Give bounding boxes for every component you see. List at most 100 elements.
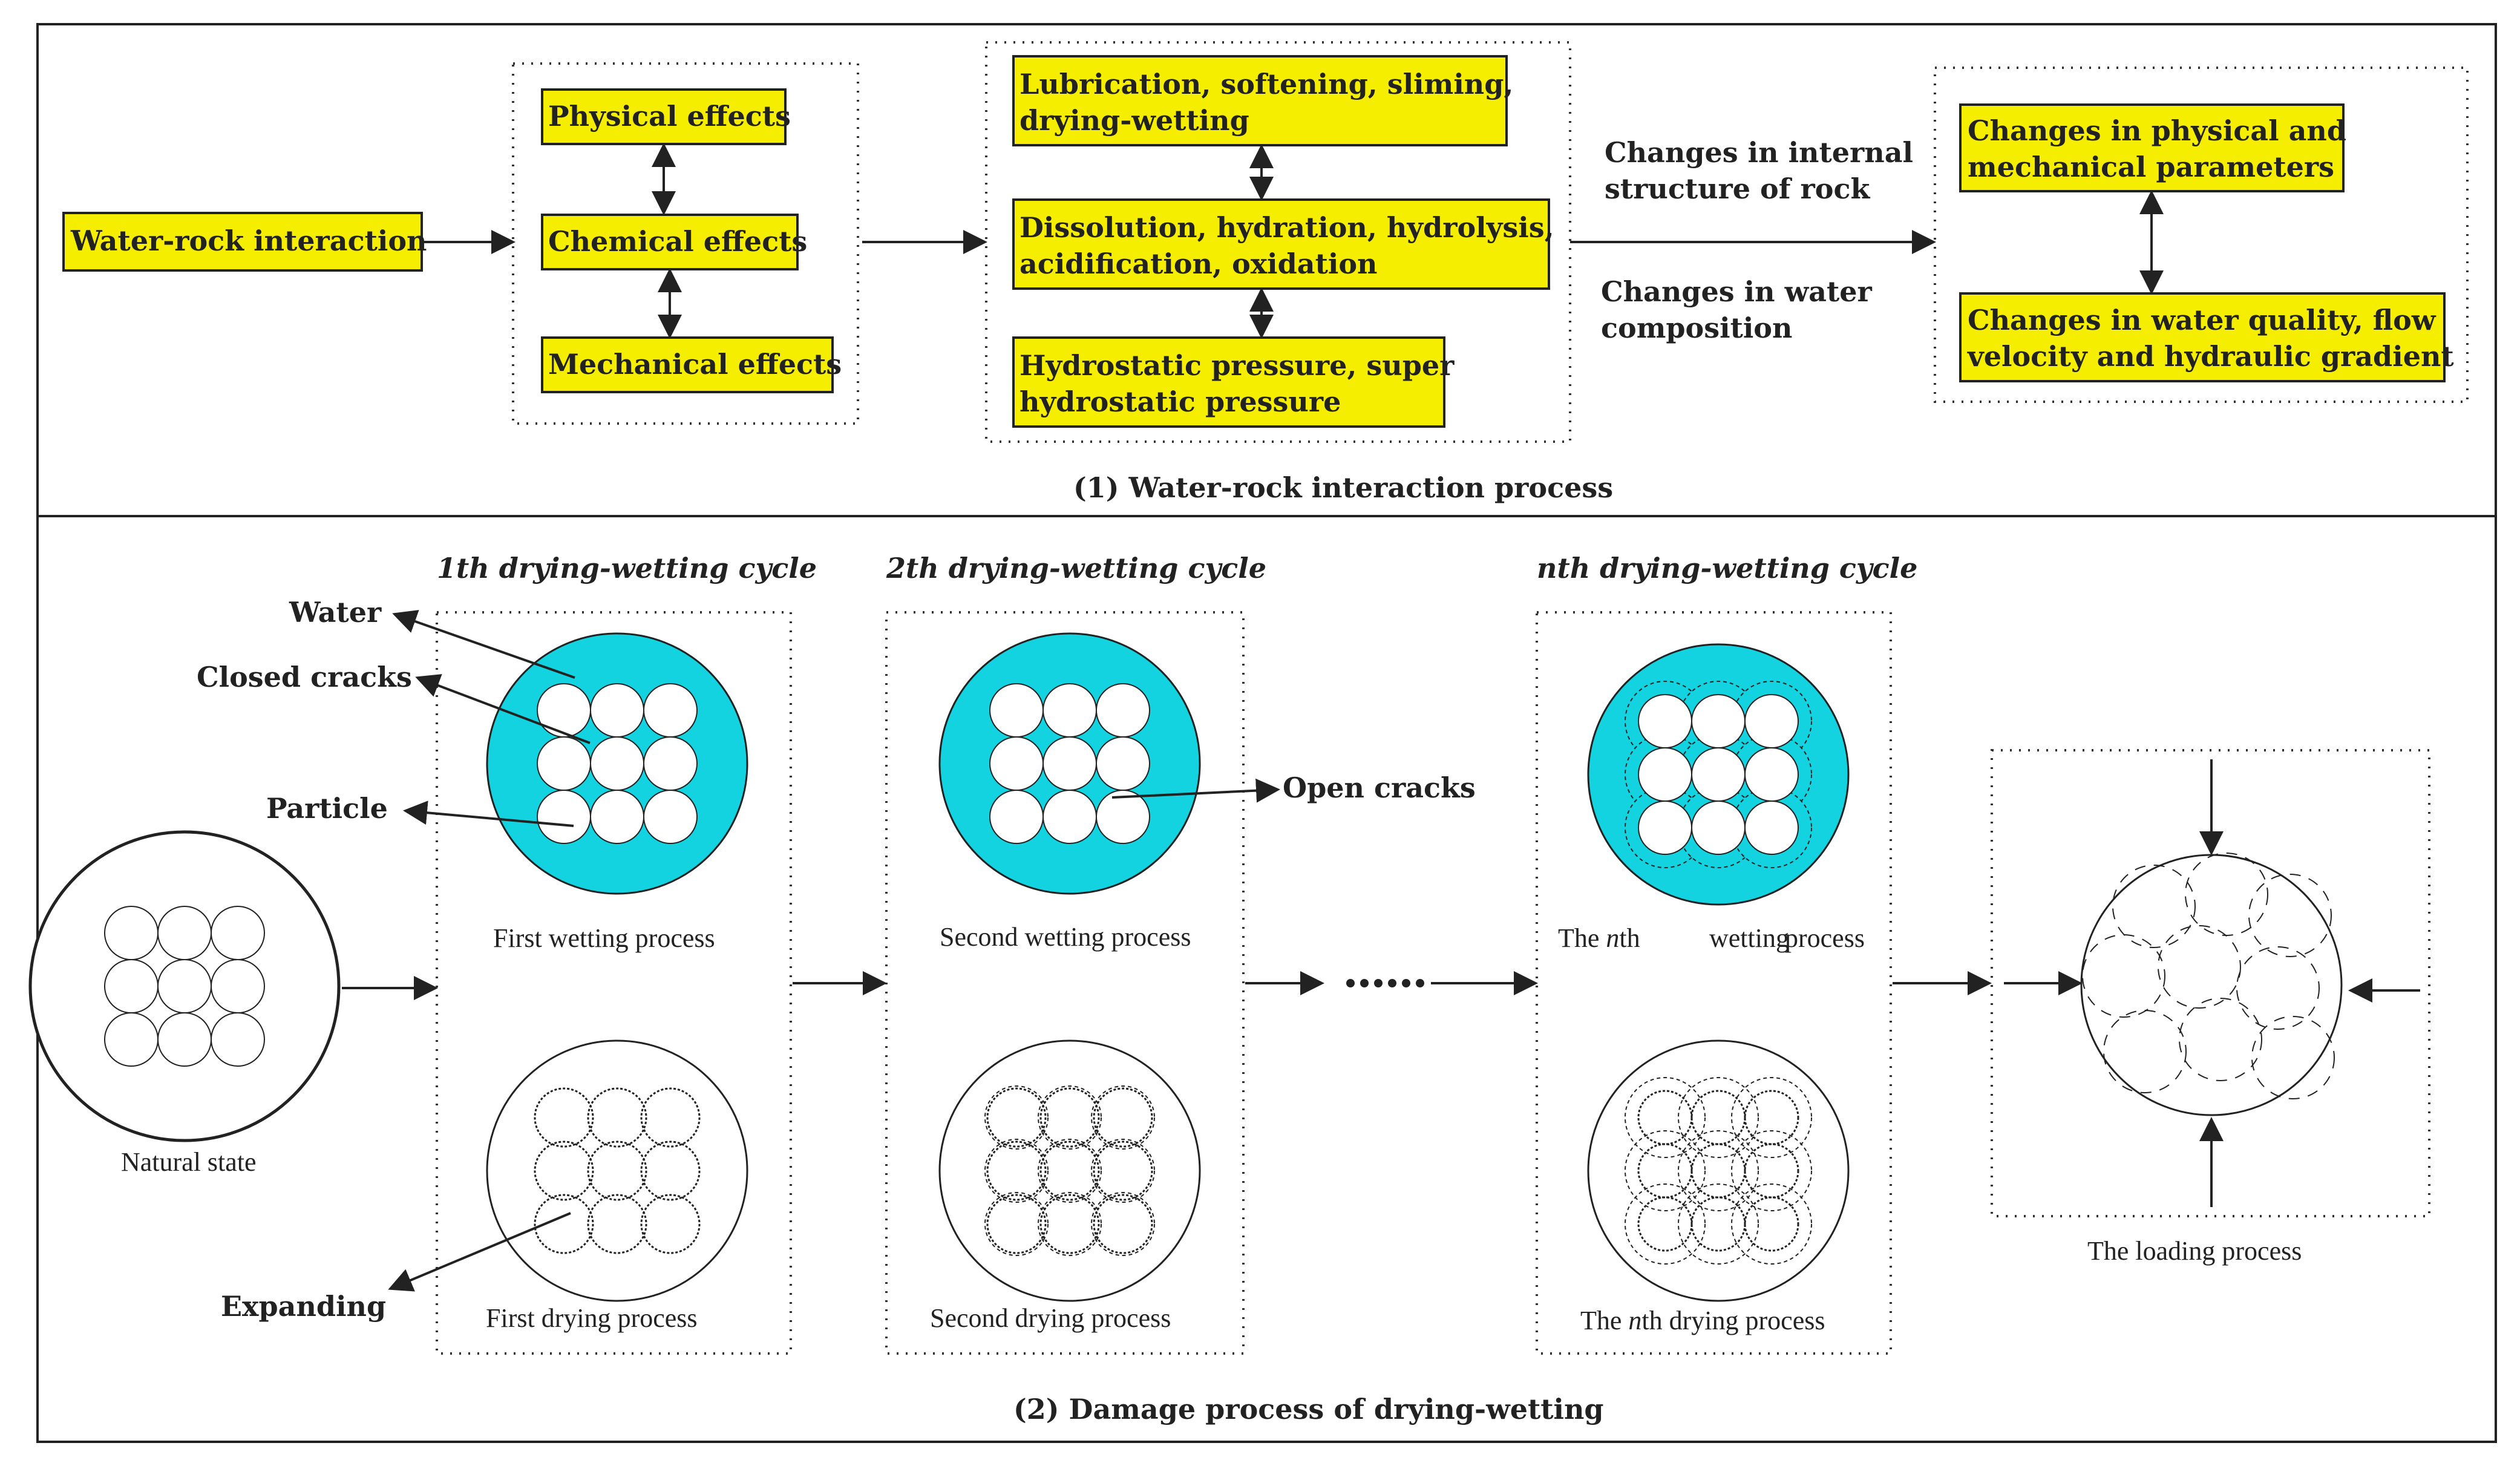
cycle2-title: 2th drying-wetting cycle [886, 552, 1266, 584]
particle [1638, 747, 1692, 802]
change-rock-text-2: structure of rock [1605, 172, 1870, 205]
ellipsis-dots [1346, 979, 1424, 987]
particle [1637, 1196, 1693, 1252]
mechanical-effects-box [541, 336, 834, 393]
lubrication-text-2: drying-wetting [1019, 104, 1249, 137]
water-quality-box [1959, 292, 2446, 382]
ellipsis-dot [1346, 979, 1355, 987]
nth-wetting-sample [1587, 643, 1850, 906]
lubrication-text-1: Lubrication, softening, sliming, [1019, 68, 1513, 100]
ellipsis-dot [1402, 979, 1410, 987]
ellipsis-dot [1374, 979, 1383, 987]
fractured-particle [2112, 865, 2196, 948]
water-label: Water [289, 596, 382, 629]
first-wetting-sample [486, 632, 748, 895]
dissolution-text-2: acidification, oxidation [1019, 247, 1377, 280]
particle [534, 1141, 594, 1201]
particle [1744, 800, 1799, 855]
particle [989, 683, 1044, 738]
particle [537, 736, 591, 791]
ellipsis-dot [1388, 979, 1396, 987]
particle [587, 1141, 647, 1201]
particle [587, 1087, 647, 1148]
sample-boundary [1587, 1039, 1850, 1302]
loading-sample [2080, 853, 2343, 1116]
loading-frame [1991, 749, 2430, 1217]
closed-cracks-pointer [415, 674, 591, 744]
first-drying-sample [486, 1039, 748, 1302]
open-cracks-pointer [1111, 778, 1280, 803]
particle [1039, 1141, 1100, 1201]
particle [1638, 800, 1692, 855]
particle [1744, 1090, 1799, 1145]
second-wetting-label: Second wetting process [940, 922, 1191, 952]
expanding-pointer [388, 1212, 571, 1292]
expanded-particle [1625, 1183, 1706, 1265]
sample-boundary [486, 1039, 748, 1302]
natural-state-sample [28, 830, 341, 1142]
fractured-particle [2103, 1010, 2187, 1093]
particle [590, 790, 644, 844]
chemical-effects-text: Chemical effects [548, 225, 807, 258]
physical-effects-box [541, 88, 787, 145]
particle [1042, 790, 1097, 844]
particle [640, 1087, 701, 1148]
particle [1691, 694, 1746, 748]
particle [1039, 1194, 1100, 1254]
expanded-particle [1038, 1192, 1102, 1256]
particle [986, 1141, 1047, 1201]
expanded-particle [1091, 1139, 1155, 1203]
particle [1744, 747, 1799, 802]
particle [1744, 1143, 1799, 1199]
particle [1637, 1090, 1693, 1145]
water-quality-text-1: Changes in water quality, flow [1968, 304, 2437, 336]
expanded-particle [984, 1192, 1049, 1256]
expanding-label: Expanding [221, 1290, 386, 1323]
particle [1039, 1087, 1100, 1148]
particle [643, 683, 698, 738]
fractured-particle [2236, 946, 2320, 1030]
hydrostatic-box [1012, 336, 1445, 428]
particle [986, 1087, 1047, 1148]
fractured-particle [2158, 925, 2241, 1009]
first-drying-label: First drying process [486, 1303, 698, 1333]
expanded-particle [1678, 1077, 1759, 1158]
sample-boundary [28, 830, 341, 1142]
water-pointer [392, 610, 575, 679]
expanded-particle [1625, 1077, 1706, 1158]
nth-drying-sample [1587, 1039, 1850, 1302]
expanded-particle [984, 1139, 1049, 1203]
change-water-text-2: composition [1601, 312, 1792, 344]
particle [1096, 790, 1150, 844]
nth-drying-label: The nth drying process [1580, 1306, 1825, 1335]
particle [1744, 1196, 1799, 1252]
physical-parameters-text-2: mechanical parameters [1968, 151, 2334, 183]
closed-cracks-label: Closed cracks [197, 661, 412, 693]
processes-group-frame [985, 41, 1571, 443]
particle [590, 683, 644, 738]
expanded-particle [1731, 1183, 1812, 1265]
cyclen-frame [1536, 611, 1892, 1355]
water-rock-interaction-text: Water-rock interaction [70, 224, 427, 257]
ellipsis-dot [1360, 979, 1369, 987]
sample-boundary [2080, 854, 2343, 1116]
cycle1-frame [436, 611, 792, 1355]
fractured-particle [2248, 874, 2332, 957]
particle [1638, 694, 1692, 748]
particle [1093, 1087, 1153, 1148]
results-group-frame [1934, 67, 2469, 403]
particle [1042, 736, 1097, 791]
particle [1096, 683, 1150, 738]
change-rock-text-1: Changes in internal [1605, 136, 1913, 169]
physical-parameters-box [1959, 103, 2345, 192]
expanded-particle [1678, 1130, 1759, 1211]
particle [986, 1194, 1047, 1254]
expanded-particle [1625, 1130, 1706, 1211]
effects-group-frame [512, 62, 859, 425]
particle [537, 790, 591, 844]
dissolution-text-1: Dissolution, hydration, hydrolysis, [1019, 211, 1554, 244]
expanded-particle [1091, 1085, 1155, 1150]
natural-state-label: Natural state [121, 1147, 257, 1177]
particle [1042, 683, 1097, 738]
